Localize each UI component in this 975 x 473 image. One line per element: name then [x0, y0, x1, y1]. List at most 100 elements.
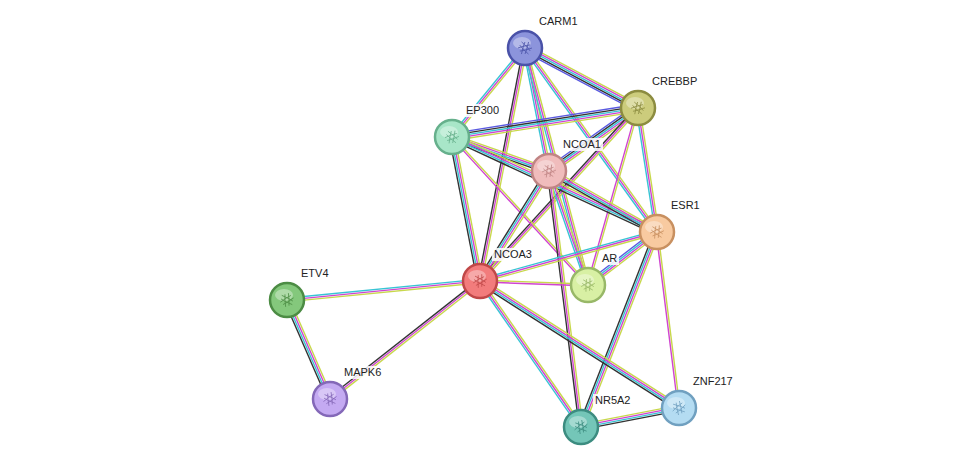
protein-circle [563, 409, 599, 445]
interaction-edge [342, 290, 468, 390]
protein-node: AR [570, 267, 606, 303]
interaction-edge [658, 249, 678, 391]
node-circle [270, 283, 304, 317]
node-label: CREBBP [650, 75, 699, 88]
evidence-strand [342, 290, 465, 387]
protein-node: ZNF217 [661, 390, 697, 426]
evidence-strand [491, 187, 542, 268]
node-label: EP300 [464, 104, 501, 117]
evidence-strand [304, 281, 463, 297]
node-circle [463, 264, 497, 298]
protein-circle [434, 119, 470, 155]
evidence-strand [598, 412, 663, 425]
node-circle [435, 120, 469, 154]
protein-circle [312, 381, 348, 417]
evidence-strand [497, 283, 571, 286]
interaction-edge [453, 153, 480, 265]
evidence-strand [531, 64, 585, 268]
protein-node: MAPK6 [312, 381, 348, 417]
evidence-strand [598, 414, 663, 427]
evidence-strand [493, 292, 663, 401]
node-label: ZNF217 [691, 375, 735, 388]
protein-circle [531, 153, 567, 189]
node-label: NCOA1 [561, 138, 603, 151]
node-circle [571, 268, 605, 302]
node-label: MAPK6 [342, 366, 383, 379]
structure-icon [445, 131, 459, 144]
structure-icon [280, 293, 293, 307]
evidence-strand [458, 153, 480, 264]
evidence-strand [565, 177, 643, 221]
structure-icon [473, 274, 486, 288]
structure-icon [673, 401, 686, 415]
node-circle [662, 391, 696, 425]
evidence-strand [562, 182, 640, 226]
node-label: ETV4 [299, 267, 331, 280]
structure-icon [542, 165, 556, 178]
evidence-strand [293, 316, 322, 384]
protein-node: CREBBP [620, 90, 656, 126]
evidence-strand [541, 54, 624, 98]
evidence-strand [463, 61, 514, 124]
evidence-strand [291, 317, 320, 385]
node-circle [313, 382, 347, 416]
structure-icon [575, 420, 588, 434]
structure-icon [650, 225, 664, 238]
evidence-strand [660, 249, 678, 391]
evidence-strand [453, 154, 475, 265]
node-label: ESR1 [669, 199, 702, 212]
node-circle [621, 91, 655, 125]
protein-circle [570, 267, 606, 303]
evidence-strand [600, 240, 642, 272]
interaction-edge [304, 281, 464, 300]
structure-icon [581, 278, 595, 291]
protein-node: ESR1 [639, 214, 675, 250]
highlight [576, 274, 594, 286]
evidence-strand [549, 188, 577, 410]
evidence-strand [542, 53, 625, 97]
protein-node: NCOA3 [462, 263, 498, 299]
protein-circle [462, 263, 498, 299]
evidence-strand [296, 315, 325, 383]
evidence-strand [641, 125, 655, 215]
evidence-strand [304, 284, 463, 300]
node-label: NCOA3 [492, 248, 534, 261]
interaction-edge [597, 409, 663, 427]
protein-circle [661, 390, 697, 426]
interaction-edge [291, 315, 325, 385]
evidence-strand [540, 56, 623, 100]
node-circle [564, 410, 598, 444]
evidence-strand [564, 179, 642, 223]
interaction-edge [487, 184, 543, 268]
interaction-edge [528, 64, 586, 269]
evidence-strand [469, 114, 621, 138]
evidence-strand [496, 288, 666, 397]
interaction-edge [497, 281, 571, 286]
protein-circle [620, 90, 656, 126]
node-circle [640, 215, 674, 249]
interaction-edge [493, 288, 666, 401]
evidence-strand [495, 289, 665, 398]
protein-node: NCOA1 [531, 153, 567, 189]
node-label: AR [600, 252, 619, 265]
evidence-strand [494, 291, 664, 400]
highlight [645, 221, 663, 233]
node-circle [508, 31, 542, 65]
evidence-strand [487, 184, 538, 265]
structure-icon [518, 42, 532, 54]
evidence-strand [490, 186, 541, 267]
node-circle [532, 154, 566, 188]
evidence-strand [598, 410, 663, 423]
evidence-strand [454, 154, 476, 265]
interaction-edge [538, 53, 624, 103]
evidence-strand [456, 154, 478, 265]
protein-circle [269, 282, 305, 318]
highlight [468, 270, 486, 282]
protein-circle [507, 30, 543, 66]
node-label: NR5A2 [593, 394, 632, 407]
protein-node: NR5A2 [563, 409, 599, 445]
evidence-strand [488, 185, 539, 266]
evidence-strand [539, 58, 622, 102]
protein-circle [639, 214, 675, 250]
